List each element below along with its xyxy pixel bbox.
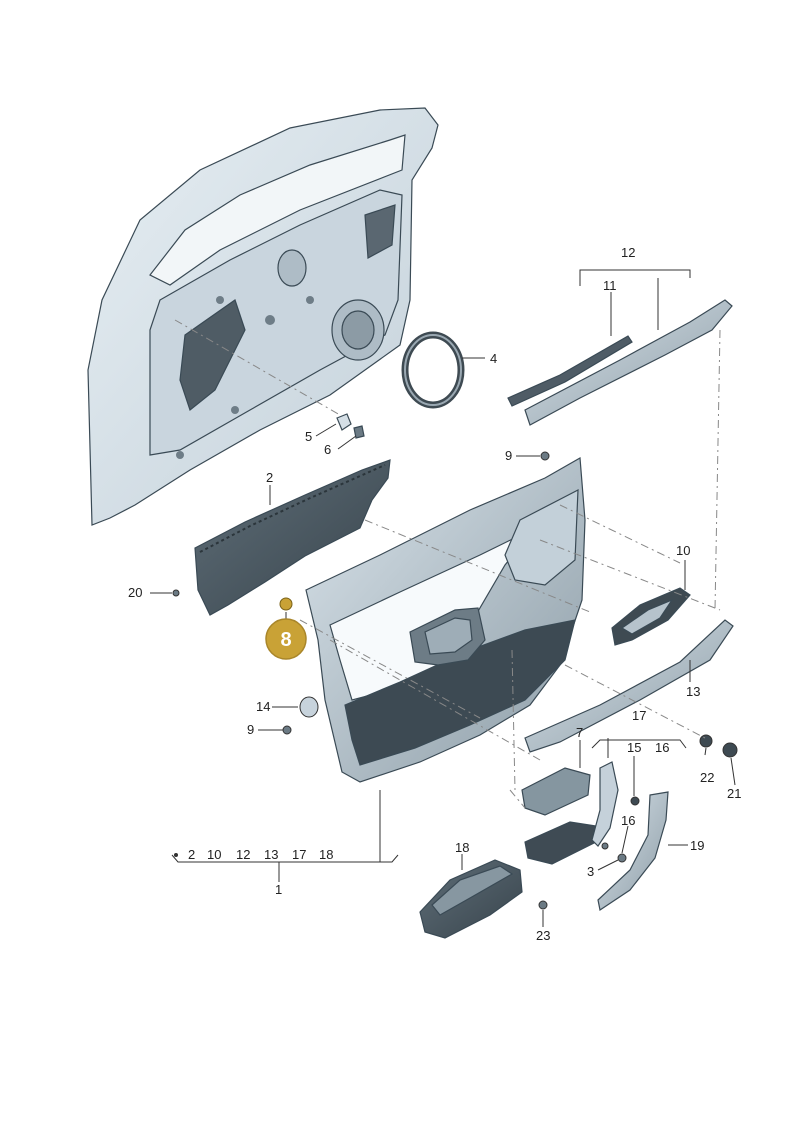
callout-4: 4 xyxy=(490,351,497,366)
leader-lines xyxy=(150,269,736,927)
callout-12: 12 xyxy=(621,245,635,260)
group-item: 18 xyxy=(319,847,333,862)
callout-7: 7 xyxy=(576,725,583,740)
callout-20: 20 xyxy=(128,585,142,600)
group-item: 17 xyxy=(292,847,306,862)
callout-17: 17 xyxy=(632,708,646,723)
group-1-list: 2 10 12 13 17 18 xyxy=(174,847,333,862)
callout-2: 2 xyxy=(266,470,273,485)
callout-6: 6 xyxy=(324,442,331,457)
callout-9-top: 9 xyxy=(505,448,512,463)
callout-23: 23 xyxy=(536,928,550,943)
callout-16-bottom: 16 xyxy=(621,813,635,828)
armrest xyxy=(419,859,523,939)
pull-trim xyxy=(597,791,669,911)
door-handle xyxy=(611,587,691,646)
callout-22: 22 xyxy=(700,770,714,785)
callout-19: 19 xyxy=(690,838,704,853)
callout-10: 10 xyxy=(676,543,690,558)
door-trim-panel xyxy=(305,457,586,783)
highlight-part-8[interactable]: 8 xyxy=(265,597,307,660)
fasteners xyxy=(172,451,738,910)
highlight-label: 8 xyxy=(280,629,291,651)
assembly-lines xyxy=(174,319,721,809)
callout-11: 11 xyxy=(603,278,617,293)
callout-1: 1 xyxy=(275,882,282,897)
callout-13: 13 xyxy=(686,684,700,699)
callout-14: 14 xyxy=(256,699,270,714)
switch-panel xyxy=(521,767,597,865)
insulation-panel xyxy=(194,459,391,616)
group-item: 12 xyxy=(236,847,250,862)
group-item: 13 xyxy=(264,847,278,862)
lower-trim-strip xyxy=(524,619,734,753)
seal-ring xyxy=(401,331,465,409)
callout-18: 18 xyxy=(455,840,469,855)
callout-5: 5 xyxy=(305,429,312,444)
callout-16-top: 16 xyxy=(655,740,669,755)
callout-labels: 4 5 6 9 2 20 12 11 10 14 9 13 17 7 15 16… xyxy=(128,245,741,943)
callout-9-left: 9 xyxy=(247,722,254,737)
callout-15: 15 xyxy=(627,740,641,755)
callout-3: 3 xyxy=(587,864,594,879)
group-item: 10 xyxy=(207,847,221,862)
bracket xyxy=(591,761,619,847)
group-item: 2 xyxy=(188,847,195,862)
clip-parts xyxy=(336,413,365,439)
upper-trim-strip xyxy=(507,299,733,426)
door-shell xyxy=(87,107,439,526)
callout-21: 21 xyxy=(727,786,741,801)
highlight-badge[interactable] xyxy=(265,618,307,660)
